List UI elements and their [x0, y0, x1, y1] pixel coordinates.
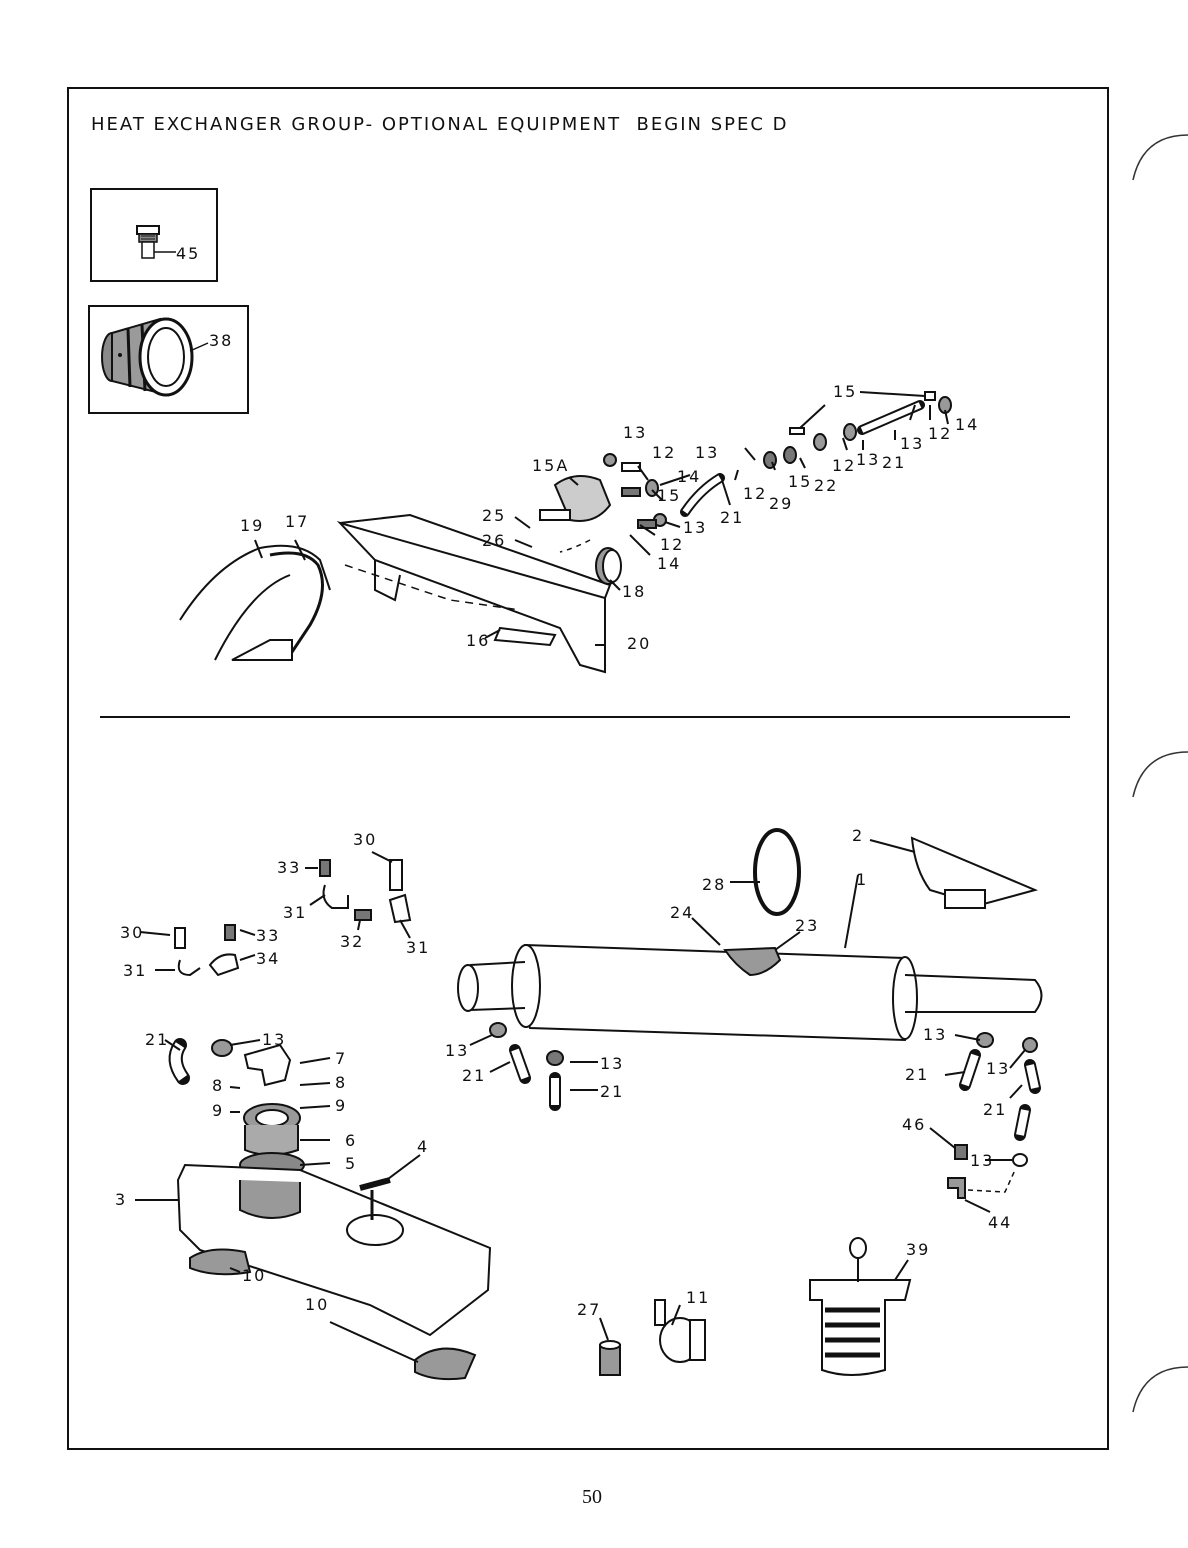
callout-17: 17 [285, 514, 309, 530]
callout-31: 31 [283, 905, 307, 921]
callout-16: 16 [466, 633, 490, 649]
callout-32: 32 [340, 934, 364, 950]
punch-hole-mark [1128, 742, 1188, 822]
callout-30: 30 [353, 832, 377, 848]
callout-31: 31 [123, 963, 147, 979]
callout-27: 27 [577, 1302, 601, 1318]
callout-10: 10 [242, 1268, 266, 1284]
callout-13: 13 [970, 1153, 994, 1169]
punch-hole-mark [1128, 125, 1188, 205]
callout-33: 33 [277, 860, 301, 876]
callout-13: 13 [695, 445, 719, 461]
callout-14: 14 [657, 556, 681, 572]
callout-21: 21 [600, 1084, 624, 1100]
callout-23: 23 [795, 918, 819, 934]
callout-13: 13 [262, 1032, 286, 1048]
punch-hole-mark [1128, 1357, 1188, 1437]
callout-9: 9 [212, 1103, 224, 1119]
callout-1: 1 [856, 872, 868, 888]
callout-20: 20 [627, 636, 651, 652]
callout-19: 19 [240, 518, 264, 534]
callout-21: 21 [145, 1032, 169, 1048]
callout-21: 21 [720, 510, 744, 526]
callout-7: 7 [335, 1051, 347, 1067]
callout-26: 26 [482, 533, 506, 549]
callout-28: 28 [702, 877, 726, 893]
callout-5: 5 [345, 1156, 357, 1172]
callout-13: 13 [683, 520, 707, 536]
callout-12: 12 [660, 537, 684, 553]
callout-24: 24 [670, 905, 694, 921]
callout-12: 12 [928, 426, 952, 442]
callout-8: 8 [335, 1075, 347, 1091]
callout-15: 15 [788, 474, 812, 490]
callout-44: 44 [988, 1215, 1012, 1231]
callout-12: 12 [832, 458, 856, 474]
callout-13: 13 [445, 1043, 469, 1059]
callout-25: 25 [482, 508, 506, 524]
callout-13: 13 [986, 1061, 1010, 1077]
callout-31: 31 [406, 940, 430, 956]
callout-14: 14 [677, 469, 701, 485]
callout-10: 10 [305, 1297, 329, 1313]
page-number: 50 [582, 1486, 602, 1509]
callout-18: 18 [622, 584, 646, 600]
callout-15: 15 [657, 488, 681, 504]
callout-13: 13 [900, 436, 924, 452]
callout-30: 30 [120, 925, 144, 941]
callout-29: 29 [769, 496, 793, 512]
callout-34: 34 [256, 951, 280, 967]
callout-11: 11 [686, 1290, 710, 1306]
callout-12: 12 [652, 445, 676, 461]
callout-21: 21 [983, 1102, 1007, 1118]
callout-3: 3 [115, 1192, 127, 1208]
callout-4: 4 [417, 1139, 429, 1155]
callout-12: 12 [743, 486, 767, 502]
callout-9: 9 [335, 1098, 347, 1114]
callout-8: 8 [212, 1078, 224, 1094]
callout-15a: 15A [532, 458, 569, 474]
callout-13: 13 [923, 1027, 947, 1043]
callout-21: 21 [462, 1068, 486, 1084]
callout-14: 14 [955, 417, 979, 433]
callout-33: 33 [256, 928, 280, 944]
callout-21: 21 [882, 455, 906, 471]
callout-13: 13 [856, 452, 880, 468]
callout-13: 13 [623, 425, 647, 441]
callout-2: 2 [852, 828, 864, 844]
callout-22: 22 [814, 478, 838, 494]
callout-21: 21 [905, 1067, 929, 1083]
callout-39: 39 [906, 1242, 930, 1258]
callout-15: 15 [833, 384, 857, 400]
callout-6: 6 [345, 1133, 357, 1149]
callout-46: 46 [902, 1117, 926, 1133]
callout-13: 13 [600, 1056, 624, 1072]
